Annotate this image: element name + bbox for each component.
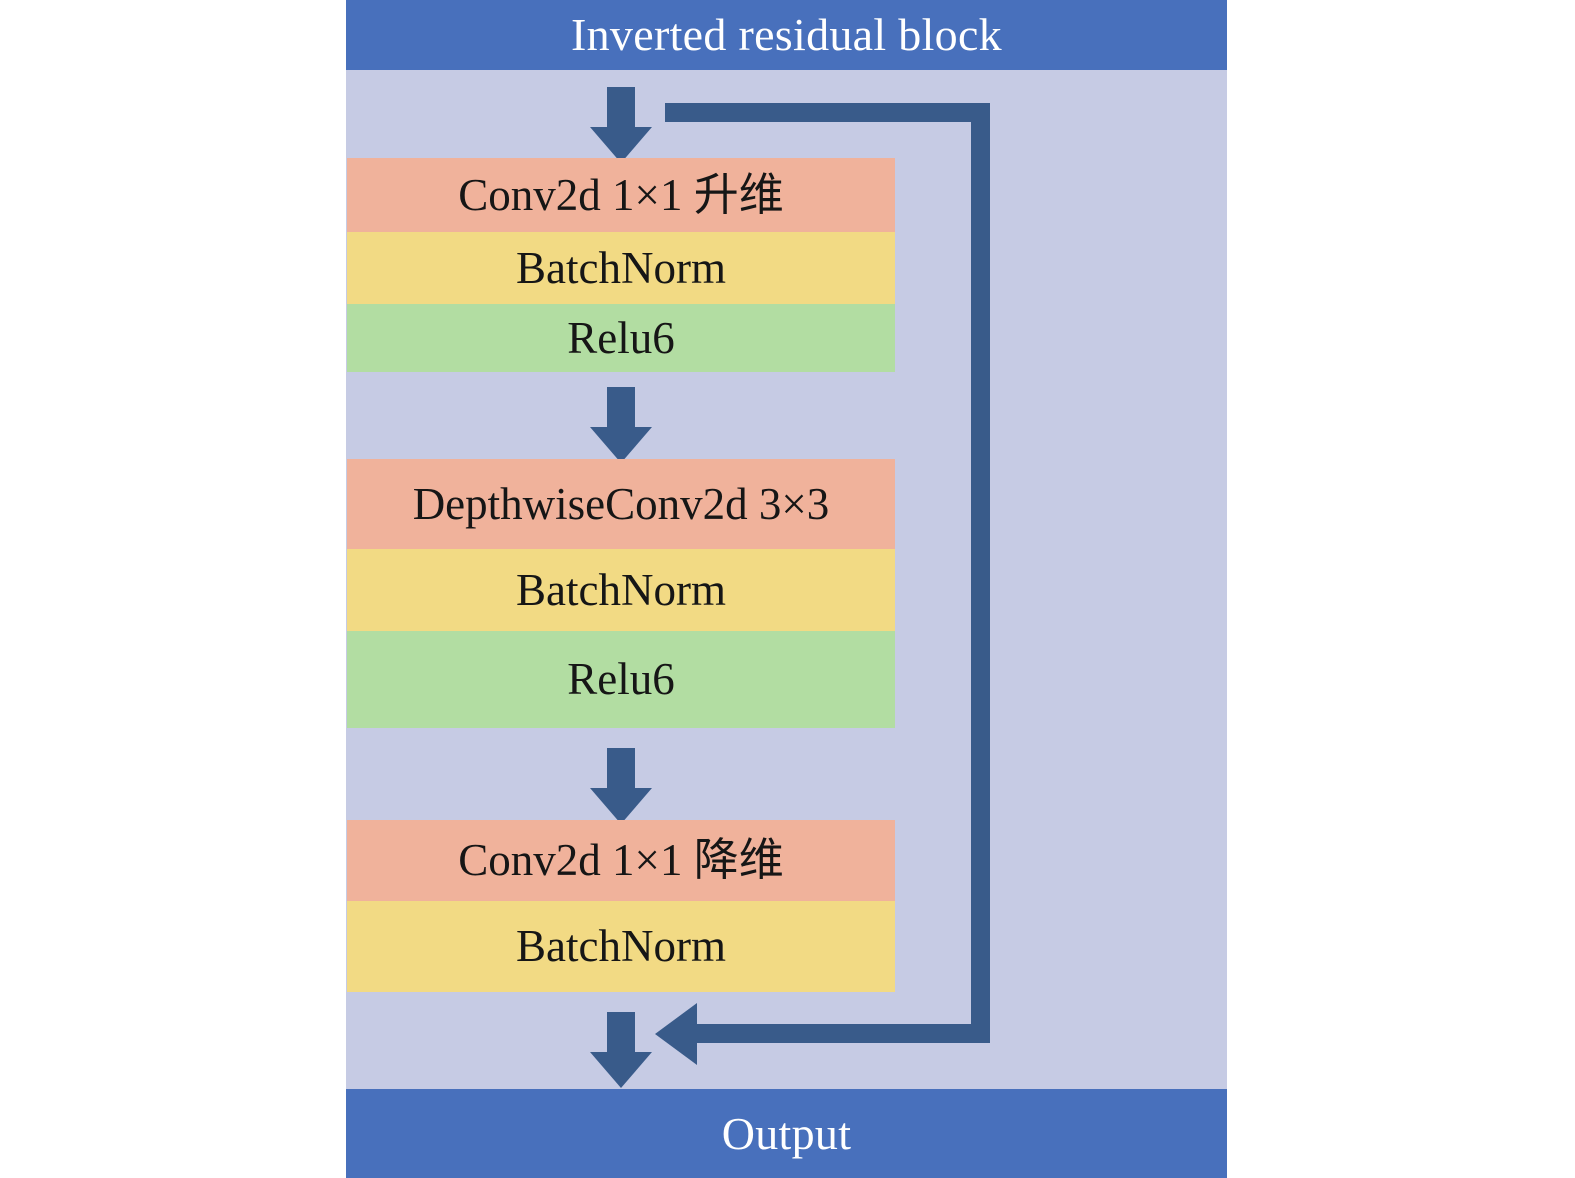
layer-conv2d-1x1-project: Conv2d 1×1 降维 — [347, 820, 895, 901]
layer-label: BatchNorm — [516, 564, 726, 615]
layer-relu6-2: Relu6 — [347, 631, 895, 728]
layer-label: BatchNorm — [516, 921, 726, 971]
arrow-head — [590, 788, 652, 824]
residual-skip-bottom-segment — [695, 1024, 990, 1043]
layer-label: Relu6 — [567, 654, 675, 704]
layer-batchnorm-3: BatchNorm — [347, 901, 895, 992]
input-arrow-down-icon — [590, 87, 652, 163]
layer-relu6-1: Relu6 — [347, 304, 895, 372]
arrow-shaft — [607, 748, 635, 790]
arrow-shaft — [607, 1012, 635, 1054]
arrow-head — [590, 127, 652, 163]
layer-label: Conv2d 1×1 升维 — [458, 169, 784, 220]
layer-conv2d-1x1-expand: Conv2d 1×1 升维 — [347, 158, 895, 232]
layer-batchnorm-1: BatchNorm — [347, 232, 895, 304]
layer-label: Relu6 — [567, 312, 675, 363]
projection-to-output-arrow-down-icon — [590, 1012, 652, 1088]
expansion-to-depthwise-arrow-down-icon — [590, 387, 652, 463]
layer-batchnorm-2: BatchNorm — [347, 549, 895, 631]
layer-label: DepthwiseConv2d 3×3 — [412, 478, 830, 529]
arrow-shaft — [607, 87, 635, 129]
layer-depthwiseconv2d-3x3: DepthwiseConv2d 3×3 — [347, 459, 895, 549]
output-label: Output — [721, 1107, 852, 1159]
depthwise-to-projection-arrow-down-icon — [590, 748, 652, 824]
output-bar: Output — [346, 1089, 1227, 1178]
layer-label: Conv2d 1×1 降维 — [458, 835, 784, 885]
diagram-title-bar: Inverted residual block — [346, 0, 1227, 70]
arrow-head — [590, 1052, 652, 1088]
arrow-shaft — [607, 387, 635, 429]
page-title: Inverted residual block — [571, 9, 1002, 60]
layer-label: BatchNorm — [516, 242, 726, 293]
arrow-head — [590, 427, 652, 463]
residual-skip-right-segment — [971, 103, 990, 1043]
residual-skip-arrow-left-icon — [655, 1003, 697, 1065]
residual-skip-top-segment — [665, 103, 990, 122]
